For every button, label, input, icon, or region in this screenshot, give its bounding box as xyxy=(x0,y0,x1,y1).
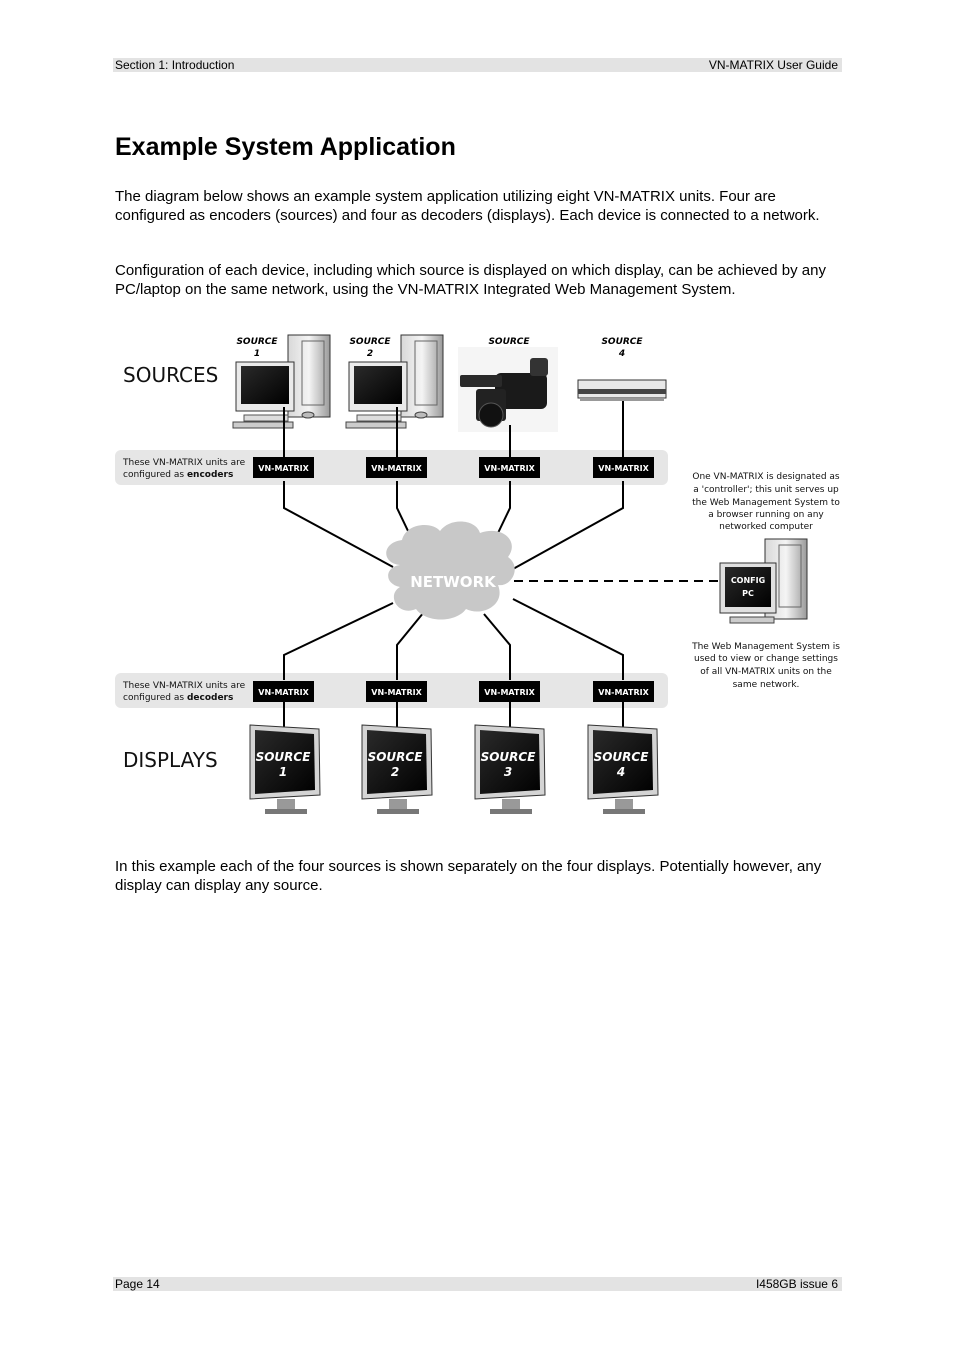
system-diagram: SOURCES DISPLAYS SOURCE 1 SOURCE 2 SOURC… xyxy=(110,325,850,830)
page-header: Section 1: Introduction VN-MATRIX User G… xyxy=(113,58,842,72)
config-pc-label-line2: PC xyxy=(742,589,754,598)
display-1-screen-word: SOURCE xyxy=(256,750,312,764)
display-3-screen-num: 3 xyxy=(504,765,512,779)
encoders-note-line2: configured as encoders xyxy=(123,470,233,480)
source-label-4-num: 4 xyxy=(618,349,625,359)
wms-note-line2: used to view or change settings xyxy=(694,654,838,664)
encoder-3-label: VN-MATRIX xyxy=(484,464,535,473)
decoders-note-line2: configured as decoders xyxy=(123,693,233,703)
encoder-2-label: VN-MATRIX xyxy=(371,464,422,473)
controller-note-line4: a browser running on any xyxy=(708,510,824,520)
wms-note-line1: The Web Management System is xyxy=(691,642,840,652)
intro-paragraph: The diagram below shows an example syste… xyxy=(115,188,845,225)
configuration-paragraph: Configuration of each device, including … xyxy=(115,262,845,299)
page-title: Example System Application xyxy=(115,133,456,162)
wms-note-line3: of all VN-MATRIX units on the xyxy=(700,667,832,677)
source-label-2-word: SOURCE xyxy=(349,337,391,347)
display-2-screen-num: 2 xyxy=(391,765,399,779)
decoder-2-label: VN-MATRIX xyxy=(371,688,422,697)
network-cloud: NETWORK xyxy=(386,521,515,619)
header-guide-title: VN-MATRIX User Guide xyxy=(709,58,838,72)
controller-note-line3: the Web Management System to xyxy=(692,498,840,508)
wms-note-line4: same network. xyxy=(733,680,800,690)
display-4-screen-word: SOURCE xyxy=(594,750,650,764)
camcorder-icon xyxy=(458,347,558,432)
controller-note-line5: networked computer xyxy=(719,522,813,532)
decoder-1-label: VN-MATRIX xyxy=(258,688,309,697)
sources-heading: SOURCES xyxy=(123,363,218,387)
footer-page-number: Page 14 xyxy=(115,1277,160,1291)
source-pc-2-icon xyxy=(346,335,443,428)
encoder-4-label: VN-MATRIX xyxy=(598,464,649,473)
display-4-screen-num: 4 xyxy=(616,765,625,779)
source-label-4-word: SOURCE xyxy=(601,337,643,347)
decoder-3-label: VN-MATRIX xyxy=(484,688,535,697)
display-4-icon: SOURCE 4 xyxy=(588,725,658,814)
encoders-note-line1: These VN-MATRIX units are xyxy=(122,458,246,468)
display-3-icon: SOURCE 3 xyxy=(475,725,545,814)
display-2-screen-word: SOURCE xyxy=(368,750,424,764)
source-label-2-num: 2 xyxy=(367,349,373,359)
source-pc-1-icon xyxy=(233,335,330,428)
network-label: NETWORK xyxy=(410,573,497,591)
dvd-player-icon xyxy=(578,380,666,401)
encoder-1-label: VN-MATRIX xyxy=(258,464,309,473)
source-label-3-word: SOURCE xyxy=(488,337,530,347)
controller-note-line1: One VN-MATRIX is designated as xyxy=(692,472,840,482)
source-label-1-word: SOURCE xyxy=(236,337,278,347)
config-pc-label-line1: CONFIG xyxy=(731,576,765,585)
controller-note-line2: a 'controller'; this unit serves up xyxy=(693,485,839,495)
display-3-screen-word: SOURCE xyxy=(481,750,537,764)
decoder-4-label: VN-MATRIX xyxy=(598,688,649,697)
display-1-screen-num: 1 xyxy=(279,765,287,779)
displays-heading: DISPLAYS xyxy=(123,748,218,772)
config-pc-icon: CONFIG PC xyxy=(720,539,807,623)
footer-issue: I458GB issue 6 xyxy=(756,1277,838,1291)
header-section: Section 1: Introduction xyxy=(115,58,234,72)
display-1-icon: SOURCE 1 xyxy=(250,725,320,814)
display-2-icon: SOURCE 2 xyxy=(362,725,432,814)
decoders-note-line1: These VN-MATRIX units are xyxy=(122,681,246,691)
example-summary-paragraph: In this example each of the four sources… xyxy=(115,858,845,895)
source-label-1-num: 1 xyxy=(254,349,260,359)
page-footer: Page 14 I458GB issue 6 xyxy=(113,1277,842,1291)
